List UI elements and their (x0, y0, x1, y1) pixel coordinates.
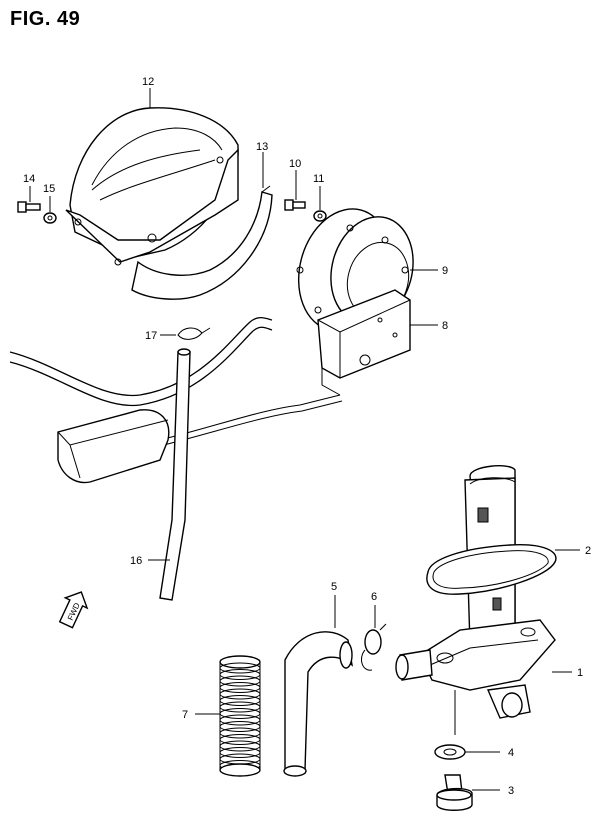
part-6-hose-clip[interactable] (361, 623, 387, 671)
callout-12: 12 (142, 76, 154, 88)
callout-5: 5 (331, 581, 337, 593)
callout-4: 4 (508, 747, 514, 759)
coupler-connector[interactable] (57, 409, 170, 484)
spring-coil (219, 682, 261, 693)
callout-3: 3 (508, 785, 514, 797)
spring-coil (219, 747, 261, 758)
part-8-fuel-sender[interactable] (317, 289, 411, 396)
callout-9: 9 (442, 265, 448, 277)
part-13-shield-band[interactable] (131, 185, 273, 300)
part-10-bolt[interactable] (284, 199, 306, 211)
spring-coil (219, 669, 261, 680)
part-5-elbow-hose[interactable] (283, 631, 353, 777)
part-12-heat-shield[interactable] (65, 107, 239, 266)
part-7-spring[interactable] (219, 655, 261, 777)
callout-10: 10 (289, 158, 301, 170)
spring-coil (219, 708, 261, 719)
callout-8: 8 (442, 320, 448, 332)
callout-15: 15 (43, 183, 55, 195)
callout-16: 16 (130, 555, 142, 567)
part-3-bolt[interactable] (436, 774, 473, 811)
spring-coil (219, 675, 261, 687)
part-16-hose[interactable] (159, 348, 191, 601)
part-17-clamp[interactable] (177, 327, 211, 340)
spring-coil (219, 695, 261, 706)
spring-coil (219, 740, 261, 752)
callout-14: 14 (23, 173, 35, 185)
spring-coil (219, 753, 261, 765)
spring-coil (219, 688, 261, 700)
part-2-o-ring[interactable] (426, 544, 557, 595)
callout-2: 2 (585, 545, 591, 557)
spring-coil (219, 727, 261, 739)
part-14-bolt[interactable] (17, 201, 41, 213)
callout-13: 13 (256, 141, 268, 153)
leader-lines (29, 88, 580, 791)
part-11-nut[interactable] (313, 210, 327, 222)
spring-coil (219, 701, 261, 713)
spring-coil (219, 734, 261, 745)
callout-6: 6 (371, 591, 377, 603)
spring-coil (219, 662, 261, 674)
callout-1: 1 (577, 667, 583, 679)
figure-title: FIG. 49 (10, 8, 81, 30)
callout-labels: 12 13 14 15 10 11 9 8 17 16 2 1 5 6 7 4 … (23, 76, 591, 797)
fwd-arrow-icon: FWD (58, 591, 89, 629)
callout-17: 17 (145, 330, 157, 342)
part-4-washer[interactable] (434, 744, 466, 760)
part-1-fuel-cock[interactable] (395, 465, 556, 735)
callout-11: 11 (313, 173, 324, 185)
part-15-washer[interactable] (43, 212, 57, 224)
callout-7: 7 (182, 709, 188, 721)
spring-coil (219, 721, 261, 732)
part-9-flange-gasket[interactable] (285, 198, 424, 341)
spring-coil (219, 714, 261, 726)
